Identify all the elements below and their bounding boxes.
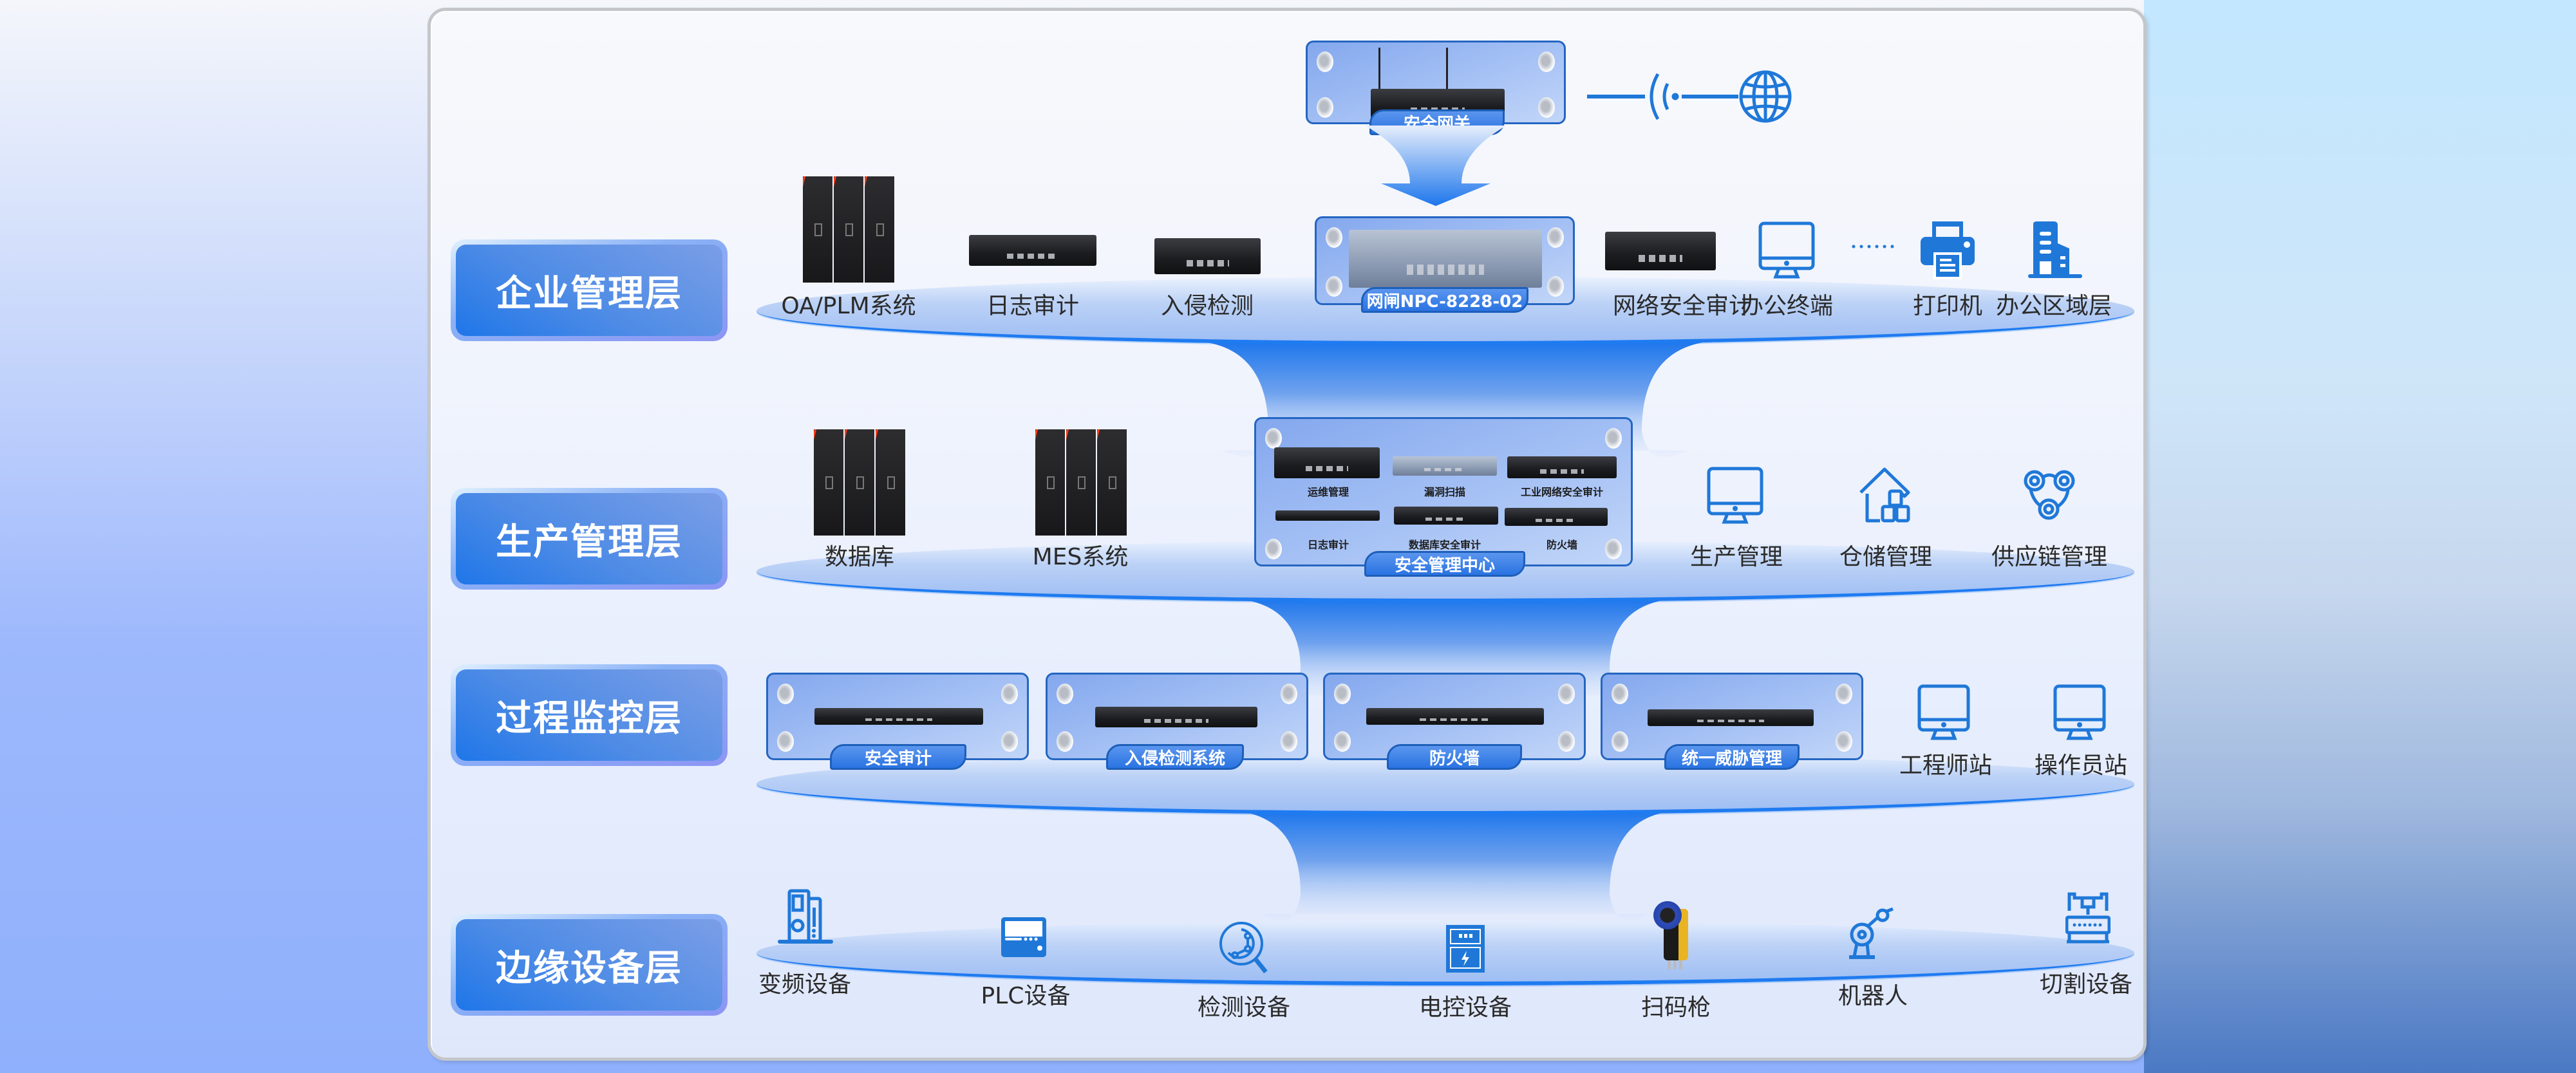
security-audit-device <box>814 708 983 725</box>
device-label: 防火墙 <box>1546 539 1578 551</box>
item-label: 仓储管理 <box>1839 544 1933 570</box>
internet-link <box>1587 70 1792 123</box>
background-right <box>2144 0 2576 1073</box>
cutting-machine-icon <box>2065 892 2111 944</box>
server-rack <box>803 176 894 283</box>
item-label: 网络安全审计 <box>1612 293 1753 319</box>
device-label: 日志审计 <box>1307 539 1349 551</box>
item-label: 工程师站 <box>1899 752 1993 779</box>
security-center-card[interactable]: 运维管理 漏洞扫描 工业网络安全审计 日志审计 数据库安全审计 防火墙 <box>1254 417 1633 566</box>
device-label: 数据库安全审计 <box>1408 539 1481 551</box>
server-device <box>1605 232 1716 270</box>
item-label: 供应链管理 <box>1991 544 2108 570</box>
device-label: 漏洞扫描 <box>1424 486 1466 498</box>
layer-disc-edge <box>757 920 2134 985</box>
layer-title: 企业管理层 <box>456 245 722 336</box>
utm-device <box>1648 709 1814 726</box>
item-label: OA/PLM系统 <box>781 293 916 319</box>
supply-chain-icon <box>2024 470 2075 520</box>
layer-title: 边缘设备层 <box>456 919 722 1011</box>
robot-arm-icon <box>1849 908 1894 959</box>
monitor-icon <box>1758 221 1815 279</box>
item-label: 生产管理 <box>1689 544 1783 570</box>
network-gate-tag: 网闸NPC-8228-02 <box>1361 287 1528 313</box>
db-audit-device <box>1394 507 1498 525</box>
device-label: 运维管理 <box>1307 486 1349 498</box>
globe-icon <box>1739 70 1792 123</box>
monitor-icon <box>2053 684 2106 740</box>
server-rack <box>814 429 905 536</box>
item-label: 数据库 <box>824 544 895 570</box>
barcode-scanner <box>1653 901 1692 972</box>
security-center-tag: 安全管理中心 <box>1364 551 1525 577</box>
device-label: 工业网络安全审计 <box>1520 486 1604 498</box>
item-label: 机器人 <box>1838 983 1908 1009</box>
item-label: 检测设备 <box>1197 994 1291 1021</box>
server-rack <box>1035 429 1127 536</box>
item-label: PLC设备 <box>981 983 1071 1009</box>
printer-icon <box>1921 221 1975 279</box>
item-label: 办公终端 <box>1740 293 1834 319</box>
item-label: MES系统 <box>1032 544 1129 570</box>
inspection-icon <box>1219 922 1268 974</box>
item-label: 电控设备 <box>1418 994 1512 1021</box>
network-gate-device <box>1349 230 1542 288</box>
item-label: 操作员站 <box>2034 752 2128 779</box>
item-label: 办公区域层 <box>1995 293 2112 319</box>
monitor-icon <box>1917 684 1970 740</box>
log-device <box>1275 510 1380 521</box>
card-tag: 入侵检测系统 <box>1106 744 1244 770</box>
firewall-device <box>1505 508 1608 526</box>
down-arrow-icon <box>1365 126 1507 206</box>
card-tag: 安全审计 <box>830 744 966 770</box>
electric-control-icon <box>1446 925 1485 973</box>
warehouse-icon <box>1859 467 1910 523</box>
item-label: 入侵检测 <box>1160 293 1254 319</box>
card-tag: 防火墙 <box>1387 744 1522 770</box>
layer-button-production[interactable]: 生产管理层 <box>451 488 728 590</box>
monitor-icon <box>1707 467 1763 524</box>
ids-device <box>1095 707 1257 727</box>
item-label: 打印机 <box>1912 293 1983 319</box>
layer-title: 生产管理层 <box>456 493 722 584</box>
layer-button-enterprise[interactable]: 企业管理层 <box>451 239 728 341</box>
layer-button-edge[interactable]: 边缘设备层 <box>451 914 728 1016</box>
card-tag: 统一威胁管理 <box>1664 744 1800 770</box>
item-label: 扫码枪 <box>1641 994 1711 1021</box>
item-label: 变频设备 <box>758 971 852 998</box>
server-device <box>969 235 1096 266</box>
wifi-icon <box>1650 73 1679 120</box>
server-device <box>1154 238 1261 274</box>
layer-title: 过程监控层 <box>456 669 722 761</box>
item-label: 切割设备 <box>2039 971 2133 998</box>
scanner-device <box>1393 456 1497 476</box>
firewall-device <box>1366 708 1544 725</box>
layer-button-process[interactable]: 过程监控层 <box>451 664 728 766</box>
ellipsis-icon <box>1850 245 1896 248</box>
ops-device <box>1274 447 1380 478</box>
item-label: 日志审计 <box>986 293 1080 319</box>
audit-device <box>1507 456 1617 478</box>
plc-icon <box>1001 917 1046 957</box>
building-icon <box>2028 221 2082 278</box>
connector-3-4 <box>1236 811 1674 920</box>
inverter-icon <box>778 889 833 944</box>
